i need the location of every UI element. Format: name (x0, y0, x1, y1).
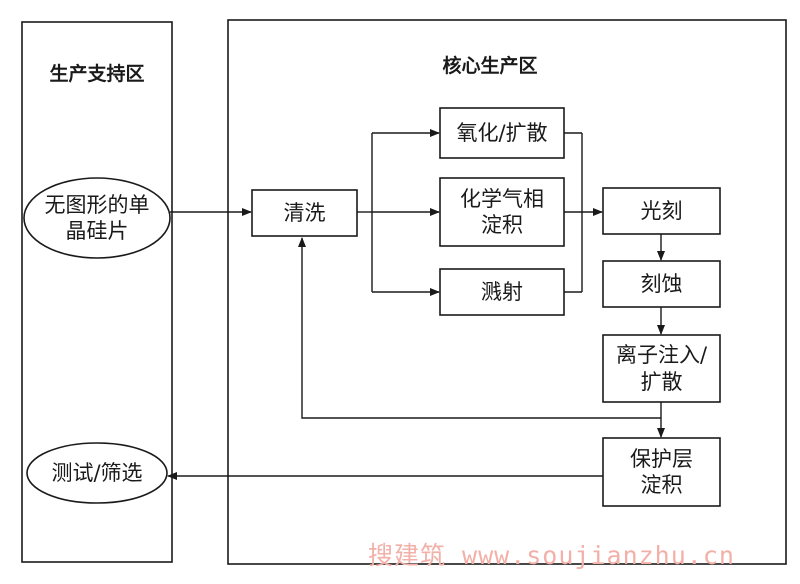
oxidation-node: 氧化/扩散 (456, 120, 548, 145)
wafer-node: 无图形的单 晶硅片 (44, 192, 150, 243)
arrow-loop-back-to-clean (298, 237, 661, 419)
support-region-frame (21, 21, 173, 563)
litho-node: 光刻 (640, 198, 683, 223)
wafer-node-shape (23, 177, 171, 259)
test-node: 测试/筛选 (51, 460, 143, 485)
etch-node: 刻蚀 (640, 271, 683, 296)
cvd-node: 化学气相 淀积 (460, 186, 544, 237)
passivation-node-shape (602, 437, 721, 507)
sputter-node: 溅射 (481, 279, 523, 304)
clean-node: 清洗 (283, 200, 326, 225)
implant-node: 离子注入/ 扩散 (615, 343, 708, 394)
support-region-title: 生产支持区 (49, 63, 145, 86)
watermark-text: 搜建筑 www.soujianzhu.cn (368, 541, 735, 570)
clean-node-shape (251, 189, 358, 237)
core-region-frame (227, 19, 787, 565)
passivation-node: 保护层 淀积 (630, 446, 693, 497)
core-region-title: 核心生产区 (442, 55, 538, 78)
